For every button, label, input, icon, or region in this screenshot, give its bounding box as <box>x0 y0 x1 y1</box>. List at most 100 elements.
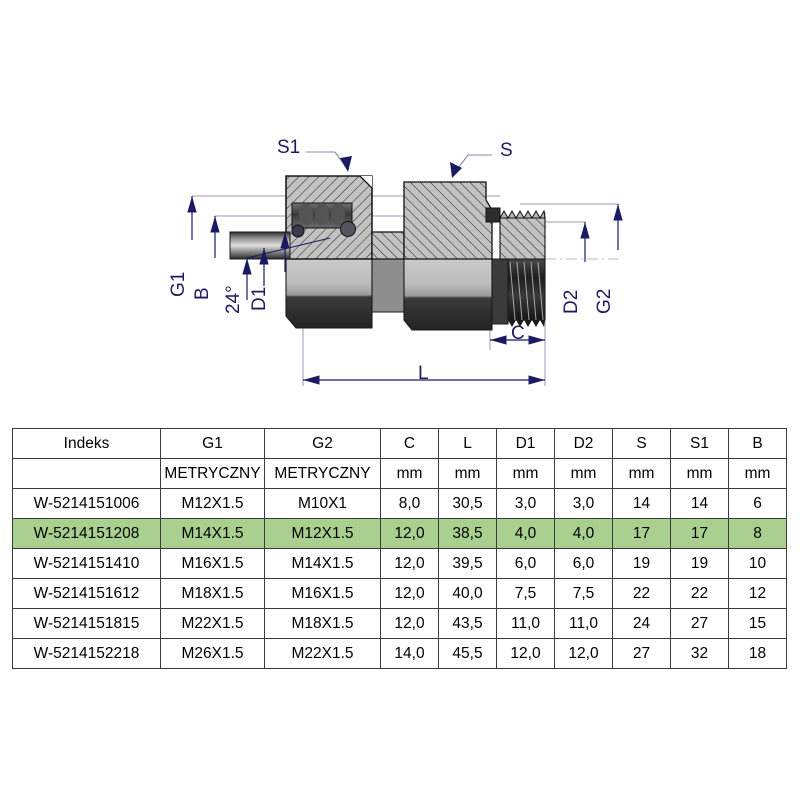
cell-g1: M16X1.5 <box>160 548 265 579</box>
cell-g1: M14X1.5 <box>160 518 265 549</box>
cell-s: 14 <box>612 488 671 519</box>
cell-d2: 6,0 <box>554 548 613 579</box>
cell-indeks: W-5214152218 <box>12 638 161 669</box>
unit-g1: METRYCZNY <box>160 458 265 489</box>
cell-g1: M26X1.5 <box>160 638 265 669</box>
cell-s1: 32 <box>670 638 729 669</box>
cell-b: 10 <box>728 548 787 579</box>
header-s1: S1 <box>670 428 729 459</box>
g2-dimension-label: G2 <box>594 288 615 314</box>
table-row[interactable]: W-5214151815 M22X1.5 M18X1.5 12,0 43,5 1… <box>12 608 787 639</box>
thread-teeth-upper <box>499 209 546 220</box>
table-row[interactable]: W-5214152218 M26X1.5 M22X1.5 14,0 45,5 1… <box>12 638 787 669</box>
cell-s1: 14 <box>670 488 729 519</box>
cell-g2: M16X1.5 <box>264 578 381 609</box>
cell-s1: 22 <box>670 578 729 609</box>
d1-dimension-label: D1 <box>249 286 270 311</box>
technical-drawing: S1 S G1 B 24° D1 D2 G2 C L <box>168 137 623 386</box>
table-units-row: METRYCZNY METRYCZNY mm mm mm mm mm mm mm <box>12 458 787 489</box>
cell-s: 27 <box>612 638 671 669</box>
cell-b: 18 <box>728 638 787 669</box>
cell-d2: 4,0 <box>554 518 613 549</box>
cell-l: 38,5 <box>438 518 497 549</box>
table-row[interactable]: W-5214151612 M18X1.5 M16X1.5 12,0 40,0 7… <box>12 578 787 609</box>
l-dimension-label: L <box>418 363 429 384</box>
unit-c: mm <box>380 458 439 489</box>
cell-b: 12 <box>728 578 787 609</box>
cell-s: 19 <box>612 548 671 579</box>
cell-s1: 19 <box>670 548 729 579</box>
cell-c: 14,0 <box>380 638 439 669</box>
cell-g1: M12X1.5 <box>160 488 265 519</box>
table-header-row: Indeks G1 G2 C L D1 D2 S S1 B <box>12 428 787 459</box>
cell-l: 39,5 <box>438 548 497 579</box>
cell-indeks: W-5214151006 <box>12 488 161 519</box>
header-g1: G1 <box>160 428 265 459</box>
unit-d2: mm <box>554 458 613 489</box>
cell-g2: M18X1.5 <box>264 608 381 639</box>
cell-c: 12,0 <box>380 608 439 639</box>
thread-crests-lower <box>509 261 544 321</box>
fitting-drawing-svg <box>187 151 623 386</box>
cell-l: 45,5 <box>438 638 497 669</box>
right-hex-section <box>403 181 493 260</box>
unit-l: mm <box>438 458 497 489</box>
cell-s: 22 <box>612 578 671 609</box>
header-d2: D2 <box>554 428 613 459</box>
g1-dimension-label: G1 <box>168 271 189 297</box>
d2-dimension-label: D2 <box>561 289 582 314</box>
cell-s1: 17 <box>670 518 729 549</box>
cell-g2: M22X1.5 <box>264 638 381 669</box>
specification-table: Indeks G1 G2 C L D1 D2 S S1 B METRYCZNY … <box>12 428 787 669</box>
header-l: L <box>438 428 497 459</box>
cutting-ring-left <box>291 224 305 238</box>
cell-g2: M12X1.5 <box>264 518 381 549</box>
male-thread-upper <box>499 217 546 260</box>
cell-d2: 12,0 <box>554 638 613 669</box>
table-row[interactable]: W-5214151410 M16X1.5 M14X1.5 12,0 39,5 6… <box>12 548 787 579</box>
unit-indeks <box>12 458 161 489</box>
cell-g1: M18X1.5 <box>160 578 265 609</box>
header-c: C <box>380 428 439 459</box>
cell-indeks: W-5214151208 <box>12 518 161 549</box>
unit-s: mm <box>612 458 671 489</box>
cell-d2: 7,5 <box>554 578 613 609</box>
cell-d2: 3,0 <box>554 488 613 519</box>
cell-d1: 11,0 <box>496 608 555 639</box>
cell-indeks: W-5214151815 <box>12 608 161 639</box>
cell-indeks: W-5214151612 <box>12 578 161 609</box>
cell-c: 12,0 <box>380 548 439 579</box>
cell-c: 12,0 <box>380 578 439 609</box>
shoulder-lower <box>371 258 405 313</box>
cutting-ring-right <box>340 221 356 237</box>
b-dimension-label: B <box>192 287 213 300</box>
left-nut-lower <box>285 258 373 329</box>
cell-d1: 6,0 <box>496 548 555 579</box>
s-callout-label: S <box>500 140 513 161</box>
s1-callout-label: S1 <box>277 137 301 158</box>
internal-thread-profile <box>299 203 345 225</box>
cell-c: 8,0 <box>380 488 439 519</box>
table-row-selected[interactable]: W-5214151208 M14X1.5 M12X1.5 12,0 38,5 4… <box>12 518 787 549</box>
cell-d1: 12,0 <box>496 638 555 669</box>
unit-d1: mm <box>496 458 555 489</box>
header-b: B <box>728 428 787 459</box>
c-dimension-label: C <box>511 323 525 344</box>
table-row[interactable]: W-5214151006 M12X1.5 M10X1 8,0 30,5 3,0 … <box>12 488 787 519</box>
header-indeks: Indeks <box>12 428 161 459</box>
cell-l: 40,0 <box>438 578 497 609</box>
thread-teeth-lower <box>508 320 545 327</box>
cell-d1: 7,5 <box>496 578 555 609</box>
cell-g1: M22X1.5 <box>160 608 265 639</box>
cell-d1: 4,0 <box>496 518 555 549</box>
cell-indeks: W-5214151410 <box>12 548 161 579</box>
unit-b: mm <box>728 458 787 489</box>
cell-d2: 11,0 <box>554 608 613 639</box>
specification-table-wrapper: Indeks G1 G2 C L D1 D2 S S1 B METRYCZNY … <box>12 428 787 669</box>
unit-g2: METRYCZNY <box>264 458 381 489</box>
fitting-body <box>229 175 546 331</box>
cell-c: 12,0 <box>380 518 439 549</box>
callout-leaders <box>306 151 492 178</box>
cell-b: 15 <box>728 608 787 639</box>
cell-g2: M10X1 <box>264 488 381 519</box>
